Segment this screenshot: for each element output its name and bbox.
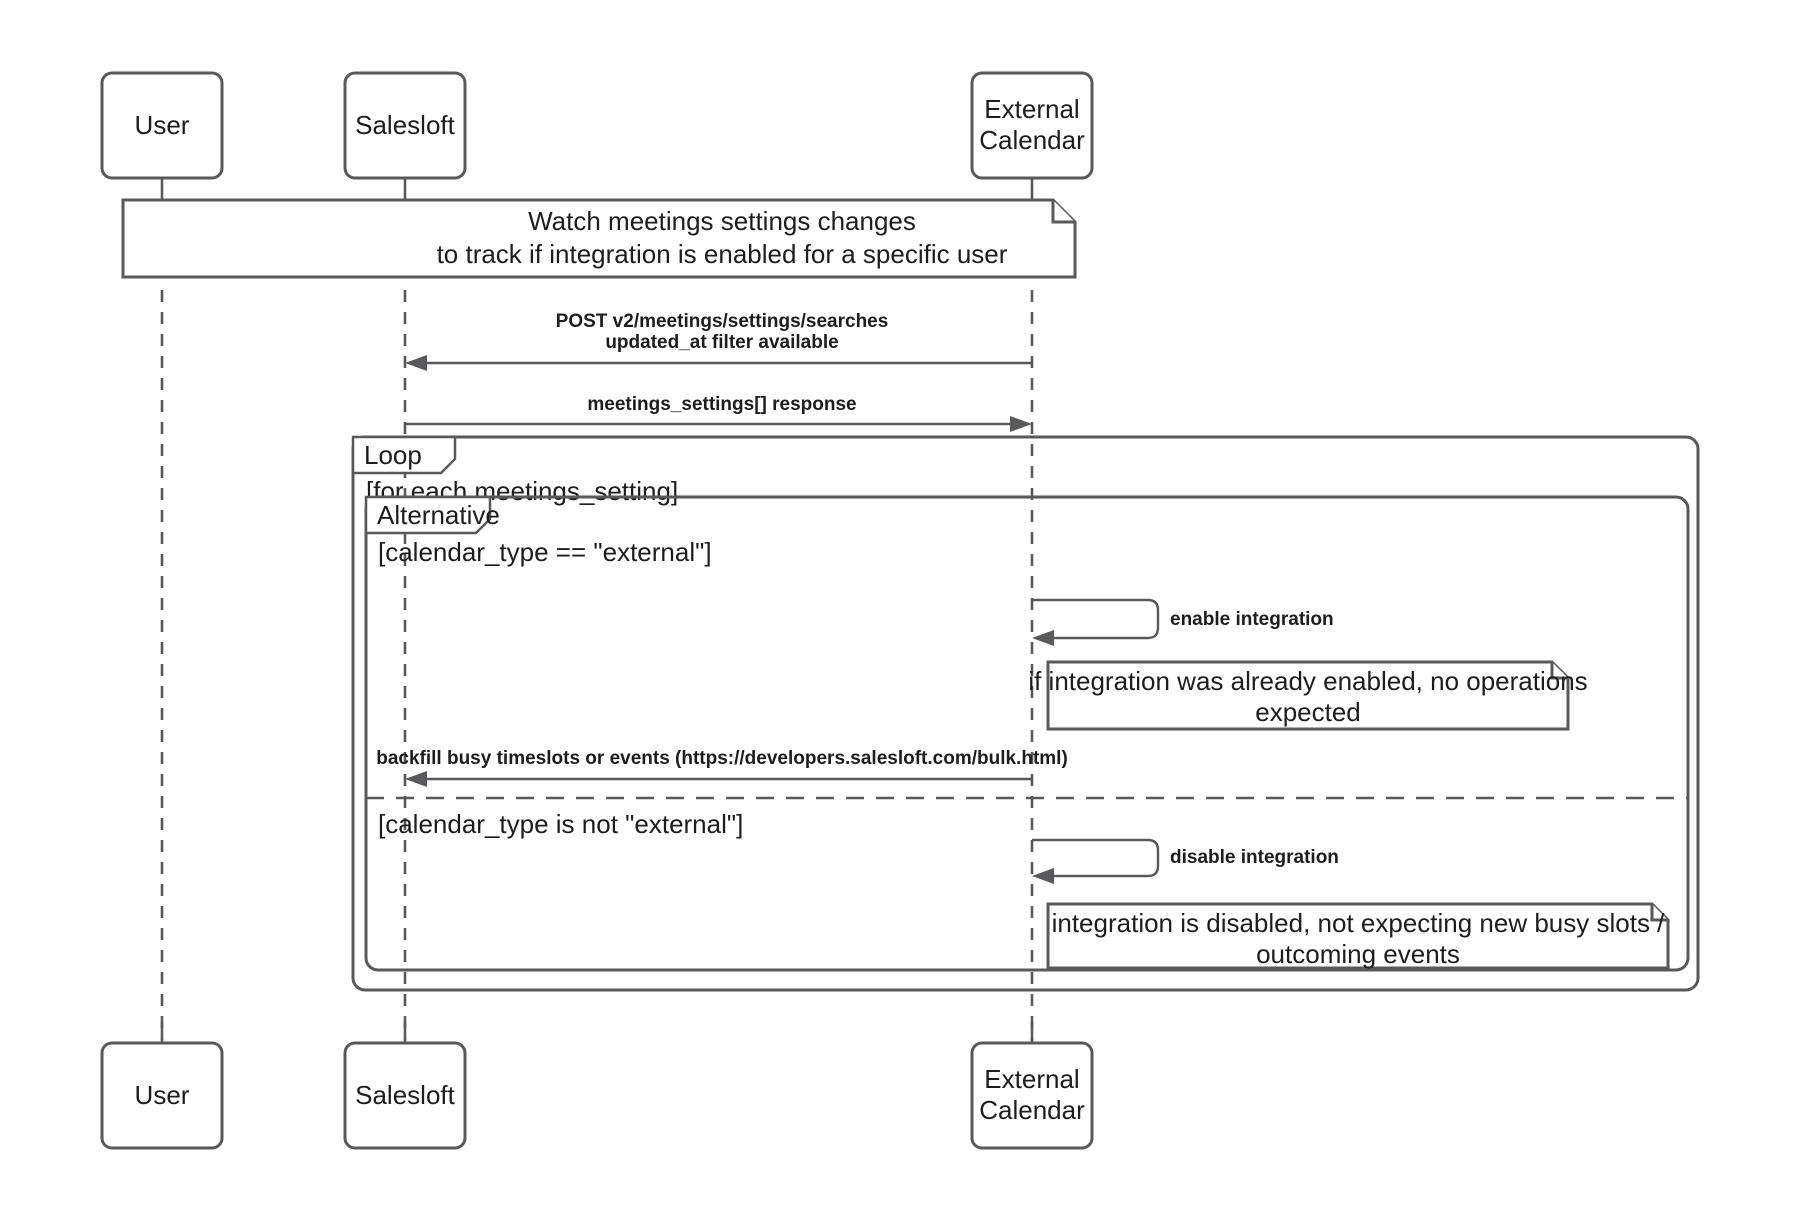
actor-user-top[interactable]: User <box>100 71 224 180</box>
fragment-loop: Loop [for each meetings_setting] <box>351 435 1700 992</box>
message-post-search[interactable]: POST v2/meetings/settings/searches updat… <box>405 311 1032 371</box>
message-post-search-line1: POST v2/meetings/settings/searches <box>556 311 889 332</box>
note-enable-body <box>1046 660 1570 731</box>
message-disable-integration-arrowhead <box>1032 868 1054 884</box>
fragment-alternative-tab <box>364 495 492 535</box>
actor-user-bottom[interactable]: User <box>100 1041 224 1150</box>
message-backfill-arrowhead <box>405 771 427 787</box>
message-settings-response-line1: meetings_settings[] response <box>587 394 856 415</box>
actor-salesloft-bottom[interactable]: Salesloft <box>343 1041 467 1150</box>
message-post-search-arrowhead <box>405 355 427 371</box>
message-disable-integration-path <box>1032 838 1160 878</box>
message-disable-integration[interactable]: disable integration <box>1032 838 1339 884</box>
actor-label-external-calendar-bottom-line1: External <box>984 1064 1079 1094</box>
actor-label-external-calendar-bottom-line2: Calendar <box>979 1095 1085 1125</box>
actor-label-external-calendar-top-line2: Calendar <box>979 125 1085 155</box>
note-watch-line1: Watch meetings settings changes <box>528 206 916 236</box>
actor-box-salesloft-bottom[interactable] <box>343 1041 467 1150</box>
fragment-alternative: Alternative [calendar_type == "external"… <box>364 495 1690 972</box>
actor-label-salesloft-top: Salesloft <box>355 110 455 140</box>
note-enable-integration: if integration was already enabled, no o… <box>1028 660 1588 731</box>
message-enable-integration-label: enable integration <box>1170 609 1334 630</box>
fragment-alternative-border <box>364 495 1690 972</box>
fragment-alternative-guard-else: [calendar_type is not "external"] <box>378 809 743 839</box>
fragment-alternative-guard-primary: [calendar_type == "external"] <box>378 537 712 567</box>
actor-external-calendar-top[interactable]: External Calendar <box>970 71 1094 180</box>
message-settings-response[interactable]: meetings_settings[] response <box>405 394 1032 432</box>
message-settings-response-arrowhead <box>1010 416 1032 432</box>
message-enable-integration[interactable]: enable integration <box>1032 598 1334 646</box>
fragment-alternative-label: Alternative <box>377 500 500 530</box>
note-enable-line1: if integration was already enabled, no o… <box>1028 666 1587 696</box>
actor-label-salesloft-bottom: Salesloft <box>355 1080 455 1110</box>
fragment-loop-label: Loop <box>364 440 422 470</box>
actor-external-calendar-bottom[interactable]: External Calendar <box>970 1041 1094 1150</box>
actor-label-user-bottom: User <box>135 1080 190 1110</box>
note-watch-meetings-settings: Watch meetings settings changes to track… <box>121 198 1077 279</box>
message-enable-integration-arrowhead <box>1032 630 1054 646</box>
actor-label-external-calendar-top-line1: External <box>984 94 1079 124</box>
message-backfill[interactable]: backfill busy timeslots or events (https… <box>376 748 1068 787</box>
actor-box-user-bottom[interactable] <box>100 1041 224 1150</box>
note-disable-dogear <box>1650 904 1668 922</box>
note-watch-line2: to track if integration is enabled for a… <box>437 239 1008 269</box>
actor-box-external-calendar-top[interactable] <box>970 71 1094 180</box>
note-disable-body <box>1046 902 1670 970</box>
actor-salesloft-top[interactable]: Salesloft <box>343 71 467 180</box>
note-disable-line1: integration is disabled, not expecting n… <box>1052 908 1666 938</box>
actor-label-user-top: User <box>135 110 190 140</box>
message-enable-integration-path <box>1032 598 1160 640</box>
actor-box-external-calendar-bottom[interactable] <box>970 1041 1094 1150</box>
note-watch-body <box>121 198 1077 279</box>
message-disable-integration-label: disable integration <box>1170 847 1339 868</box>
fragment-loop-border <box>351 435 1700 992</box>
note-watch-dogear <box>1051 200 1075 224</box>
note-enable-dogear <box>1550 662 1568 680</box>
lifelines <box>160 178 1034 1042</box>
note-disable-integration: integration is disabled, not expecting n… <box>1046 902 1670 970</box>
fragment-loop-tab <box>351 435 457 475</box>
actor-box-salesloft-top[interactable] <box>343 71 467 180</box>
note-disable-line2: outcoming events <box>1256 939 1460 969</box>
actor-box-user-top[interactable] <box>100 71 224 180</box>
message-post-search-line2: updated_at filter available <box>605 332 838 353</box>
message-backfill-label: backfill busy timeslots or events (https… <box>376 748 1068 769</box>
note-enable-line2: expected <box>1255 697 1361 727</box>
